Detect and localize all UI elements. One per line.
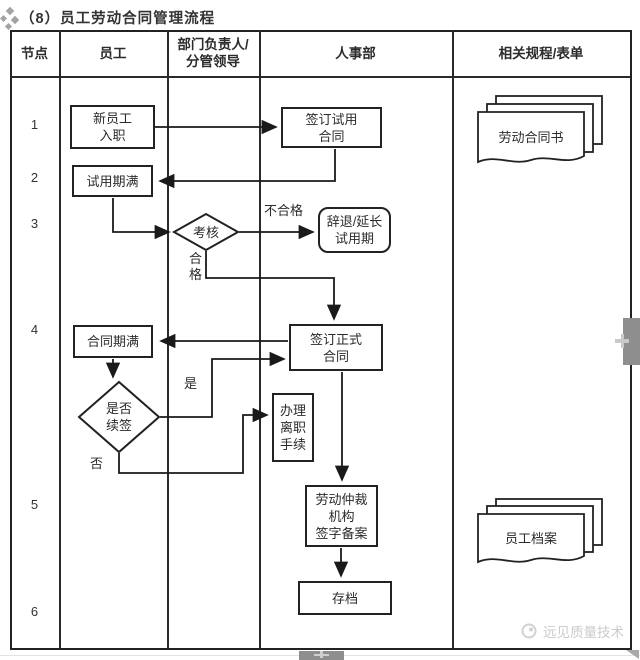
node-arbitration: 劳动仲裁 机构 签字备案 <box>305 485 378 547</box>
assess-diamond-label: 考核 <box>192 225 219 240</box>
edge-label-no: 否 <box>90 456 104 471</box>
node-number-1: 1 <box>30 117 39 132</box>
assess-diamond-shape <box>171 212 241 252</box>
node-number-3: 3 <box>30 216 39 231</box>
connector-probationexpiry-to-assess <box>112 198 171 240</box>
connector-renew-yes-to-formalcontract <box>160 351 286 418</box>
plus-icon <box>620 334 624 348</box>
plus-icon <box>314 653 329 656</box>
node-resign-procedure: 办理 离职 手续 <box>272 393 314 462</box>
node-number-5: 5 <box>30 497 39 512</box>
employee-file-document-label: 员工档案 <box>504 531 557 546</box>
node-probation-expiry: 试用期满 <box>72 165 153 197</box>
watermark-text: 远见质量技术 <box>543 625 624 640</box>
page-curl-icon <box>626 650 639 659</box>
edge-label-fail: 不合格 <box>264 203 304 218</box>
renew-diamond-label: 是否 续签 <box>105 401 132 433</box>
column-header-employee: 员工 <box>99 45 127 61</box>
node-archive: 存档 <box>298 581 392 615</box>
renew-diamond-shape <box>77 380 161 454</box>
connector-renew-no-to-resign <box>118 407 269 474</box>
node-contract-expiry: 合同期满 <box>73 325 153 358</box>
column-divider <box>59 30 61 648</box>
connector-probationcontract-to-probationexpiry <box>158 149 336 189</box>
node-new-employee: 新员工 入职 <box>70 105 155 149</box>
edge-label-yes: 是 <box>184 376 198 391</box>
column-header-node: 节点 <box>21 45 48 61</box>
connector-assess-pass-to-formalcontract <box>205 251 342 321</box>
node-sign-formal: 签订正式 合同 <box>289 324 383 371</box>
node-number-6: 6 <box>30 604 39 619</box>
watermark: 远见质量技术 <box>488 620 624 642</box>
column-header-dept: 部门负责人/ 分管领导 <box>177 37 249 69</box>
watermark-logo-icon <box>521 623 537 639</box>
node-dismiss-extend: 辞退/延长 试用期 <box>318 207 391 253</box>
node-sign-probation: 签订试用 合同 <box>281 107 382 148</box>
header-divider <box>10 76 630 78</box>
node-number-2: 2 <box>30 170 39 185</box>
side-toolbar-tab[interactable] <box>623 318 640 365</box>
edge-label-pass: 合 格 <box>189 251 203 282</box>
page-title: （8）员工劳动合同管理流程 <box>20 11 216 27</box>
column-header-docs: 相关规程/表单 <box>498 45 584 61</box>
employee-file-document-icon <box>477 498 603 564</box>
labor-contract-document-icon <box>477 95 603 164</box>
column-divider <box>259 30 261 648</box>
column-divider <box>452 30 454 648</box>
labor-contract-document-label: 劳动合同书 <box>498 130 564 145</box>
node-number-4: 4 <box>30 322 39 337</box>
column-header-hr: 人事部 <box>335 45 376 61</box>
